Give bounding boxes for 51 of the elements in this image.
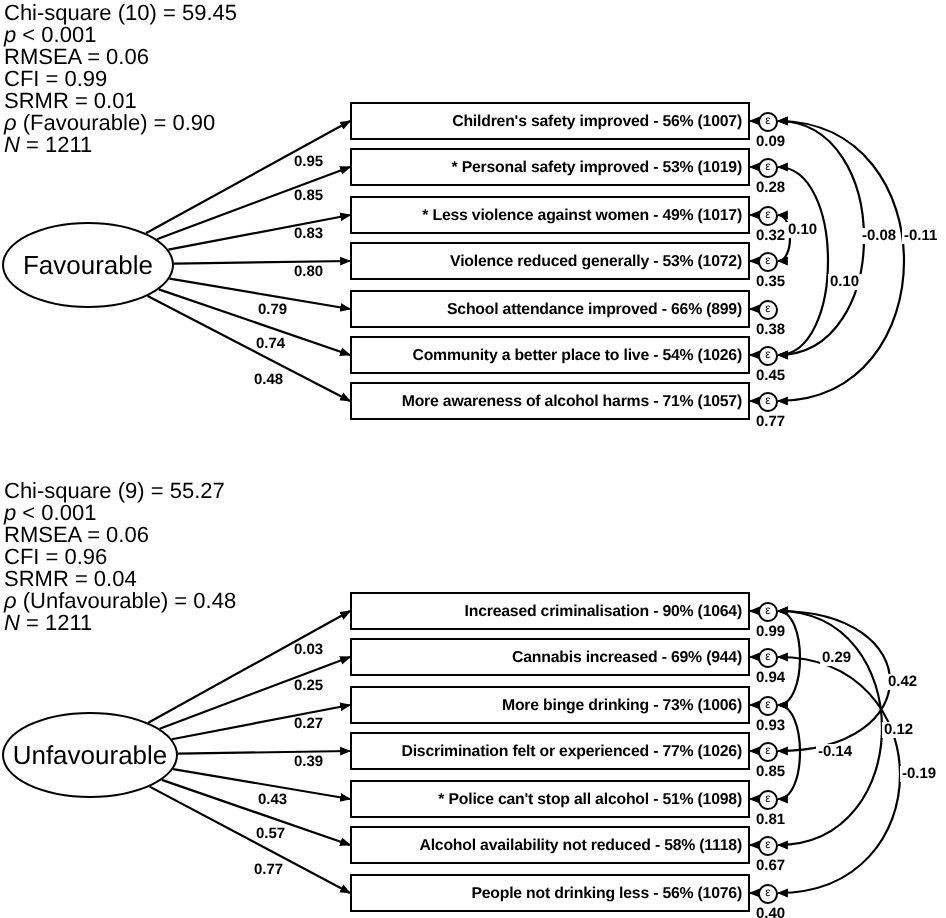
arrow — [161, 778, 352, 847]
fit-statistic: ρ (Favourable) = 0.90 — [4, 114, 216, 136]
fit-statistic: Chi-square (9) = 55.27 — [4, 482, 225, 504]
covariance-arc — [776, 118, 865, 358]
arrow — [172, 768, 352, 802]
covariance-arc — [776, 608, 883, 848]
arrow — [147, 610, 351, 724]
arrow — [169, 277, 352, 312]
fit-statistic: p < 0.001 — [4, 504, 97, 526]
arrow — [171, 702, 352, 741]
fit-statistic: CFI = 0.96 — [4, 548, 108, 570]
arrow — [748, 162, 760, 172]
fit-statistic: N = 1211 — [4, 614, 93, 636]
arrow — [748, 840, 760, 850]
covariance-arc — [776, 703, 802, 801]
fit-statistic: RMSEA = 0.06 — [4, 526, 149, 548]
arrow — [748, 116, 760, 126]
arrow — [147, 295, 351, 402]
fit-statistic: SRMR = 0.01 — [4, 92, 137, 114]
arrow — [159, 655, 352, 730]
arrow — [748, 606, 760, 616]
fit-statistic: SRMR = 0.04 — [4, 570, 137, 592]
arrow — [156, 165, 352, 241]
latent-factor-ellipse: Favourable — [2, 222, 174, 308]
arrow — [748, 210, 760, 220]
arrow — [177, 746, 352, 756]
arrow — [145, 120, 351, 235]
covariance-arc — [776, 165, 830, 357]
arrow — [173, 256, 352, 266]
fit-statistic: RMSEA = 0.06 — [4, 48, 149, 70]
arrow — [748, 746, 760, 756]
latent-factor-ellipse: Unfavourable — [2, 712, 178, 798]
arrow — [168, 212, 352, 251]
fit-statistic: CFI = 0.99 — [4, 70, 108, 92]
fit-statistic: ρ (Unfavourable) = 0.48 — [4, 592, 237, 614]
arrow — [748, 888, 760, 898]
arrow — [748, 350, 760, 360]
fit-statistic: N = 1211 — [4, 136, 93, 158]
covariance-arc — [776, 607, 891, 755]
arrow — [748, 304, 760, 314]
arrow — [748, 700, 760, 710]
covariance-arc — [776, 118, 905, 404]
arrow — [748, 652, 760, 662]
covariance-arc — [776, 653, 901, 897]
arrow — [748, 256, 760, 266]
fit-statistic: Chi-square (10) = 59.45 — [4, 4, 237, 26]
arrow — [748, 396, 760, 406]
arrow — [158, 288, 352, 357]
fit-statistic: p < 0.001 — [4, 26, 97, 48]
arrow — [748, 794, 760, 804]
arrow — [149, 785, 351, 894]
